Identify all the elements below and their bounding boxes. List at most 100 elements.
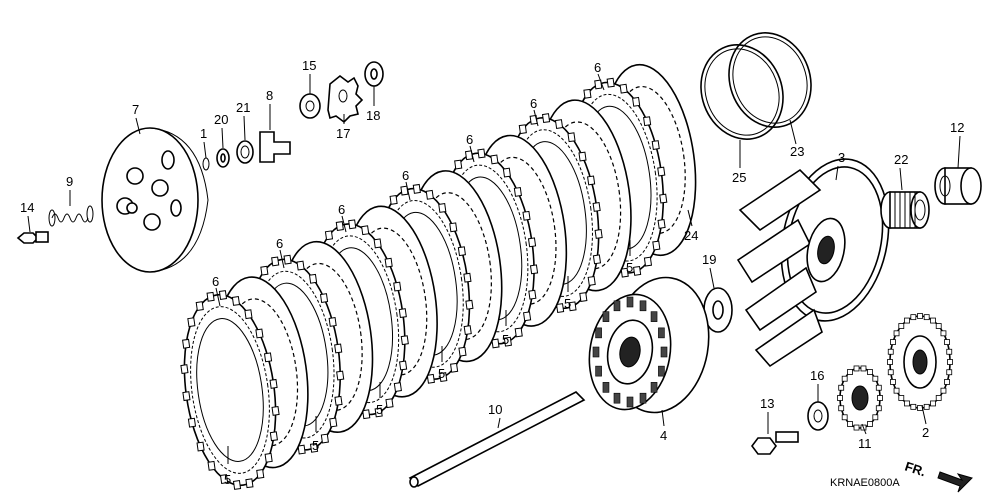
gear-tooth xyxy=(841,375,848,382)
front-label: FR. xyxy=(903,459,928,480)
gear-tooth xyxy=(853,365,860,372)
clutch-center xyxy=(588,276,710,414)
gear-tooth xyxy=(841,414,848,421)
gear-tooth xyxy=(935,395,942,401)
gear-tooth xyxy=(853,424,860,431)
hub-spline xyxy=(658,327,665,339)
gear-tooth xyxy=(930,400,936,407)
gear-tooth xyxy=(847,421,853,427)
gear-tooth xyxy=(893,330,900,337)
gear-tooth xyxy=(875,405,882,412)
lifter-small-parts xyxy=(202,61,384,171)
bolt-14 xyxy=(16,231,49,244)
gear-tooth xyxy=(890,339,896,345)
front-direction-arrow: FR. xyxy=(903,459,973,493)
gear-tooth xyxy=(904,317,910,324)
callout-5: 5 xyxy=(438,366,445,381)
gear-tooth xyxy=(890,379,896,385)
gear-tooth xyxy=(837,395,843,401)
callout-25: 25 xyxy=(732,170,746,185)
callout-5: 5 xyxy=(502,332,509,347)
gear-tooth xyxy=(872,414,879,421)
gear-tooth xyxy=(877,395,883,401)
callout-23: 23 xyxy=(790,144,804,159)
callout-6: 6 xyxy=(212,274,219,289)
gear-tooth xyxy=(860,365,867,372)
bolt-13 xyxy=(751,431,799,455)
gear-tooth xyxy=(946,348,953,355)
gear-tooth xyxy=(875,384,882,391)
callout-24: 24 xyxy=(684,228,698,243)
pressure-plate xyxy=(101,127,209,273)
collar-bushing xyxy=(934,167,982,205)
gear-2 xyxy=(887,313,953,411)
callout-5: 5 xyxy=(626,260,633,275)
hub-spline xyxy=(658,365,665,377)
callout-labels: 1 2 3 4 5 5 5 5 5 5 5 6 6 6 6 6 6 6 7 8 … xyxy=(20,58,964,487)
callout-13: 13 xyxy=(760,396,774,411)
clutch-outer-housing xyxy=(736,158,890,368)
callout-5: 5 xyxy=(376,402,383,417)
gear-tooth xyxy=(887,359,893,365)
callout-21: 21 xyxy=(236,100,250,115)
gear-tooth xyxy=(940,330,947,337)
gear-tooth xyxy=(887,348,894,355)
gear-tooth xyxy=(838,405,845,412)
callout-20: 20 xyxy=(214,112,228,127)
gear-tooth xyxy=(898,323,905,329)
hub-spline xyxy=(660,346,668,358)
friction-disc xyxy=(180,290,280,490)
callout-2: 2 xyxy=(922,425,929,440)
hub-spline xyxy=(592,346,600,358)
gear-tooth xyxy=(940,387,947,394)
gear-tooth xyxy=(872,375,879,382)
gear-tooth xyxy=(847,369,853,375)
callout-5: 5 xyxy=(312,438,319,453)
gear-tooth xyxy=(930,317,936,324)
gear-11 xyxy=(837,365,883,431)
gear-tooth xyxy=(867,369,873,375)
callout-6: 6 xyxy=(402,168,409,183)
callout-5: 5 xyxy=(564,296,571,311)
clutch-plate-stack xyxy=(180,63,697,490)
callout-9: 9 xyxy=(66,174,73,189)
clutch-spring xyxy=(48,205,94,227)
callout-6: 6 xyxy=(338,202,345,217)
gear-tooth xyxy=(893,387,900,394)
hub-spline xyxy=(626,396,634,408)
rings-23-25 xyxy=(700,32,812,140)
gear-tooth xyxy=(946,369,953,376)
callout-15: 15 xyxy=(302,58,316,73)
hub-spline xyxy=(639,300,647,312)
callout-11: 11 xyxy=(858,436,872,451)
callout-8: 8 xyxy=(266,88,273,103)
callout-6: 6 xyxy=(594,60,601,75)
washer-16 xyxy=(807,401,829,431)
hub-spline xyxy=(602,382,610,393)
callout-7: 7 xyxy=(132,102,139,117)
gear-tooth xyxy=(944,339,950,345)
hub-spline xyxy=(595,327,602,339)
diagram-code: KRNAE0800A xyxy=(830,477,900,489)
callout-22: 22 xyxy=(894,152,908,167)
callout-6: 6 xyxy=(466,132,473,147)
thrust-washer xyxy=(703,287,733,333)
needle-bearing xyxy=(880,191,930,229)
hub-spline xyxy=(595,365,602,377)
push-rod xyxy=(408,391,586,488)
hub-spline xyxy=(626,296,634,308)
gear-tooth xyxy=(923,314,930,321)
gear-tooth xyxy=(898,395,905,401)
gear-tooth xyxy=(944,379,950,385)
callout-14: 14 xyxy=(20,200,34,215)
gear-tooth xyxy=(923,403,930,410)
hub-spline xyxy=(613,392,621,404)
callout-18: 18 xyxy=(366,108,380,123)
leader-lines xyxy=(27,73,961,464)
gear-tooth xyxy=(935,323,942,329)
gear-tooth xyxy=(947,359,953,365)
gear-tooth xyxy=(910,403,917,410)
callout-10: 10 xyxy=(488,402,502,417)
callout-19: 19 xyxy=(702,252,716,267)
